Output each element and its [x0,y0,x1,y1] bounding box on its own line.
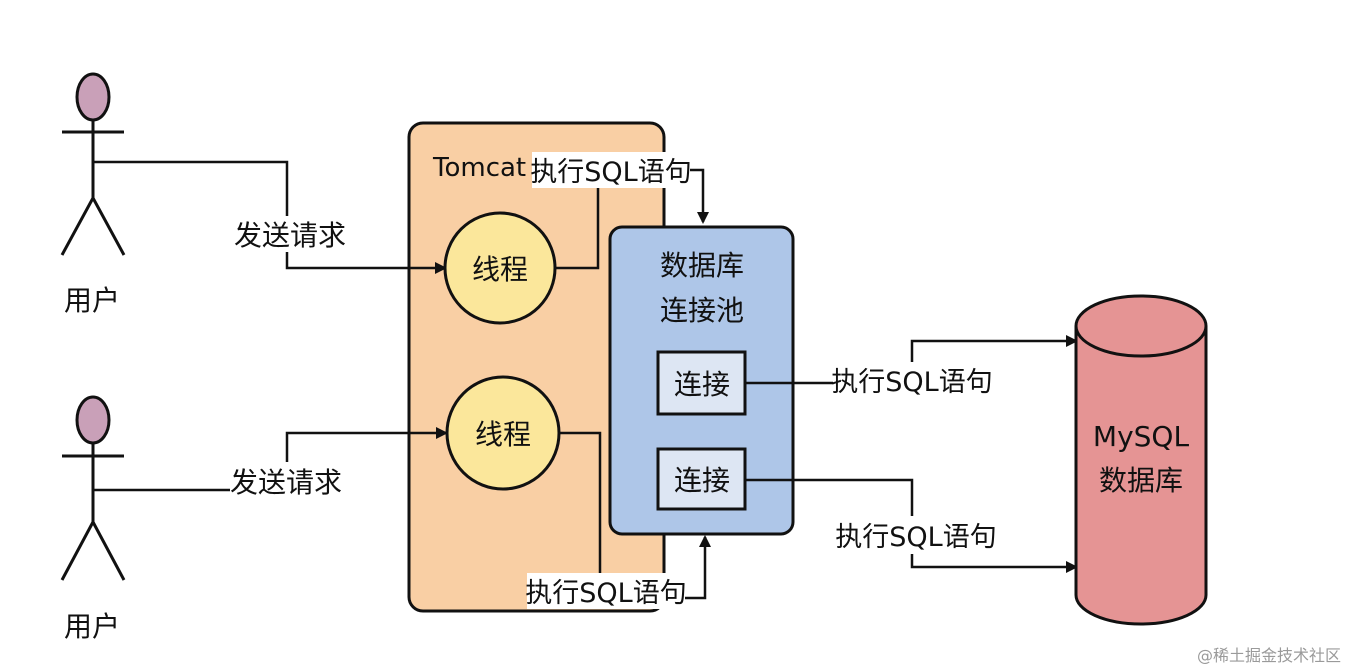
request-label-2: 发送请求 [230,466,342,499]
thread-label-2: 线程 [475,418,531,451]
sql-label-db-1: 执行SQL语句 [831,367,992,398]
connection-label-2: 连接 [674,464,730,497]
thread-label-1: 线程 [472,253,528,286]
pool-title-line1: 数据库 [660,249,744,282]
watermark: @稀土掘金技术社区 [1196,646,1341,665]
sql-label-db-2: 执行SQL语句 [835,522,996,553]
user-actor-2: 用户 [60,395,126,643]
connection-label-1: 连接 [674,368,730,401]
mysql-database-icon [1074,294,1208,626]
user-1-head-icon [75,72,111,122]
user-2-label: 用户 [64,610,120,643]
user-actor-1: 用户 [60,72,126,317]
tomcat-label: Tomcat [432,153,526,183]
pool-title-line2: 连接池 [660,294,744,327]
request-connector-2 [93,427,448,492]
connection-box-1 [656,350,747,416]
database-label-line2: 数据库 [1099,464,1183,497]
sql-label-top: 执行SQL语句 [530,157,691,188]
sql-label-bottom: 执行SQL语句 [525,578,686,609]
request-label-1: 发送请求 [234,219,346,252]
user-1-label: 用户 [64,284,120,317]
user-2-head-icon [75,395,111,445]
database-label-line1: MySQL [1093,420,1190,453]
request-connector-1 [93,160,447,274]
